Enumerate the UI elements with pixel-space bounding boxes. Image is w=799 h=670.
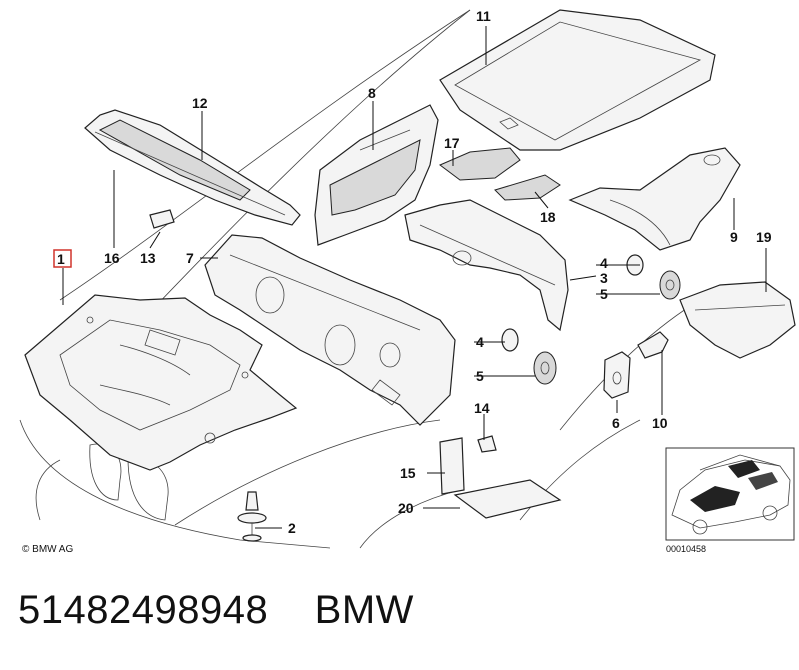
callout-17: 17 xyxy=(444,135,460,151)
callout-3: 3 xyxy=(600,270,608,286)
part-grommets-lower xyxy=(501,328,557,385)
part-cowl-strip xyxy=(84,109,301,226)
callout-2: 2 xyxy=(288,520,296,536)
part-panel-11 xyxy=(439,9,716,151)
callout-13: 13 xyxy=(140,250,156,266)
inset-thumbnail: 00010458 xyxy=(665,447,795,554)
part-wheelhouse-9 xyxy=(568,147,741,251)
leader-lines xyxy=(62,26,767,529)
callout-19: 19 xyxy=(756,229,772,245)
part-bulkhead-insulation xyxy=(204,234,456,426)
callout-9: 9 xyxy=(730,229,738,245)
callout-20: 20 xyxy=(398,500,414,516)
part-hood-insulation-mat xyxy=(24,294,298,471)
callout-5-lower: 5 xyxy=(476,368,484,384)
part-block-15 xyxy=(439,437,465,495)
callout-12: 12 xyxy=(192,95,208,111)
part-clip-6 xyxy=(603,351,631,399)
callout-7: 7 xyxy=(186,250,194,266)
callout-5-upper: 5 xyxy=(600,286,608,302)
callout-4-upper: 4 xyxy=(600,255,608,271)
callout-1: 1 xyxy=(57,251,65,267)
part-number: 51482498948 xyxy=(18,588,269,632)
part-trim-17-18 xyxy=(439,147,561,201)
part-bracket-10 xyxy=(637,331,669,359)
callout-11: 11 xyxy=(476,8,491,24)
highlight-box xyxy=(53,249,72,268)
callout-4-lower: 4 xyxy=(476,334,484,350)
callout-14: 14 xyxy=(474,400,490,416)
callout-labels: 1 2 3 4 4 5 5 6 7 8 9 10 11 12 13 14 15 … xyxy=(57,8,772,536)
parts-diagram: 1 2 3 4 4 5 5 6 7 8 9 10 11 12 13 14 15 … xyxy=(19,8,796,555)
part-side-panel-8 xyxy=(314,104,439,246)
part-floor-panel-19 xyxy=(679,281,796,359)
callout-6: 6 xyxy=(612,415,620,431)
part-clip-14 xyxy=(477,435,497,453)
part-pad-20 xyxy=(453,479,562,519)
callout-10: 10 xyxy=(652,415,668,431)
callout-8: 8 xyxy=(368,85,376,101)
brand: BMW xyxy=(314,588,414,632)
part-rivet-2 xyxy=(237,491,267,542)
image-number: 00010458 xyxy=(666,544,706,554)
part-small-block-13 xyxy=(149,209,175,229)
callout-15: 15 xyxy=(400,465,416,481)
footer: 51482498948 BMW xyxy=(18,588,414,633)
copyright: © BMW AG xyxy=(22,544,73,555)
callout-18: 18 xyxy=(540,209,556,225)
callout-16: 16 xyxy=(104,250,120,266)
part-grommets-upper xyxy=(626,254,681,300)
part-tunnel-insulation xyxy=(404,199,569,332)
